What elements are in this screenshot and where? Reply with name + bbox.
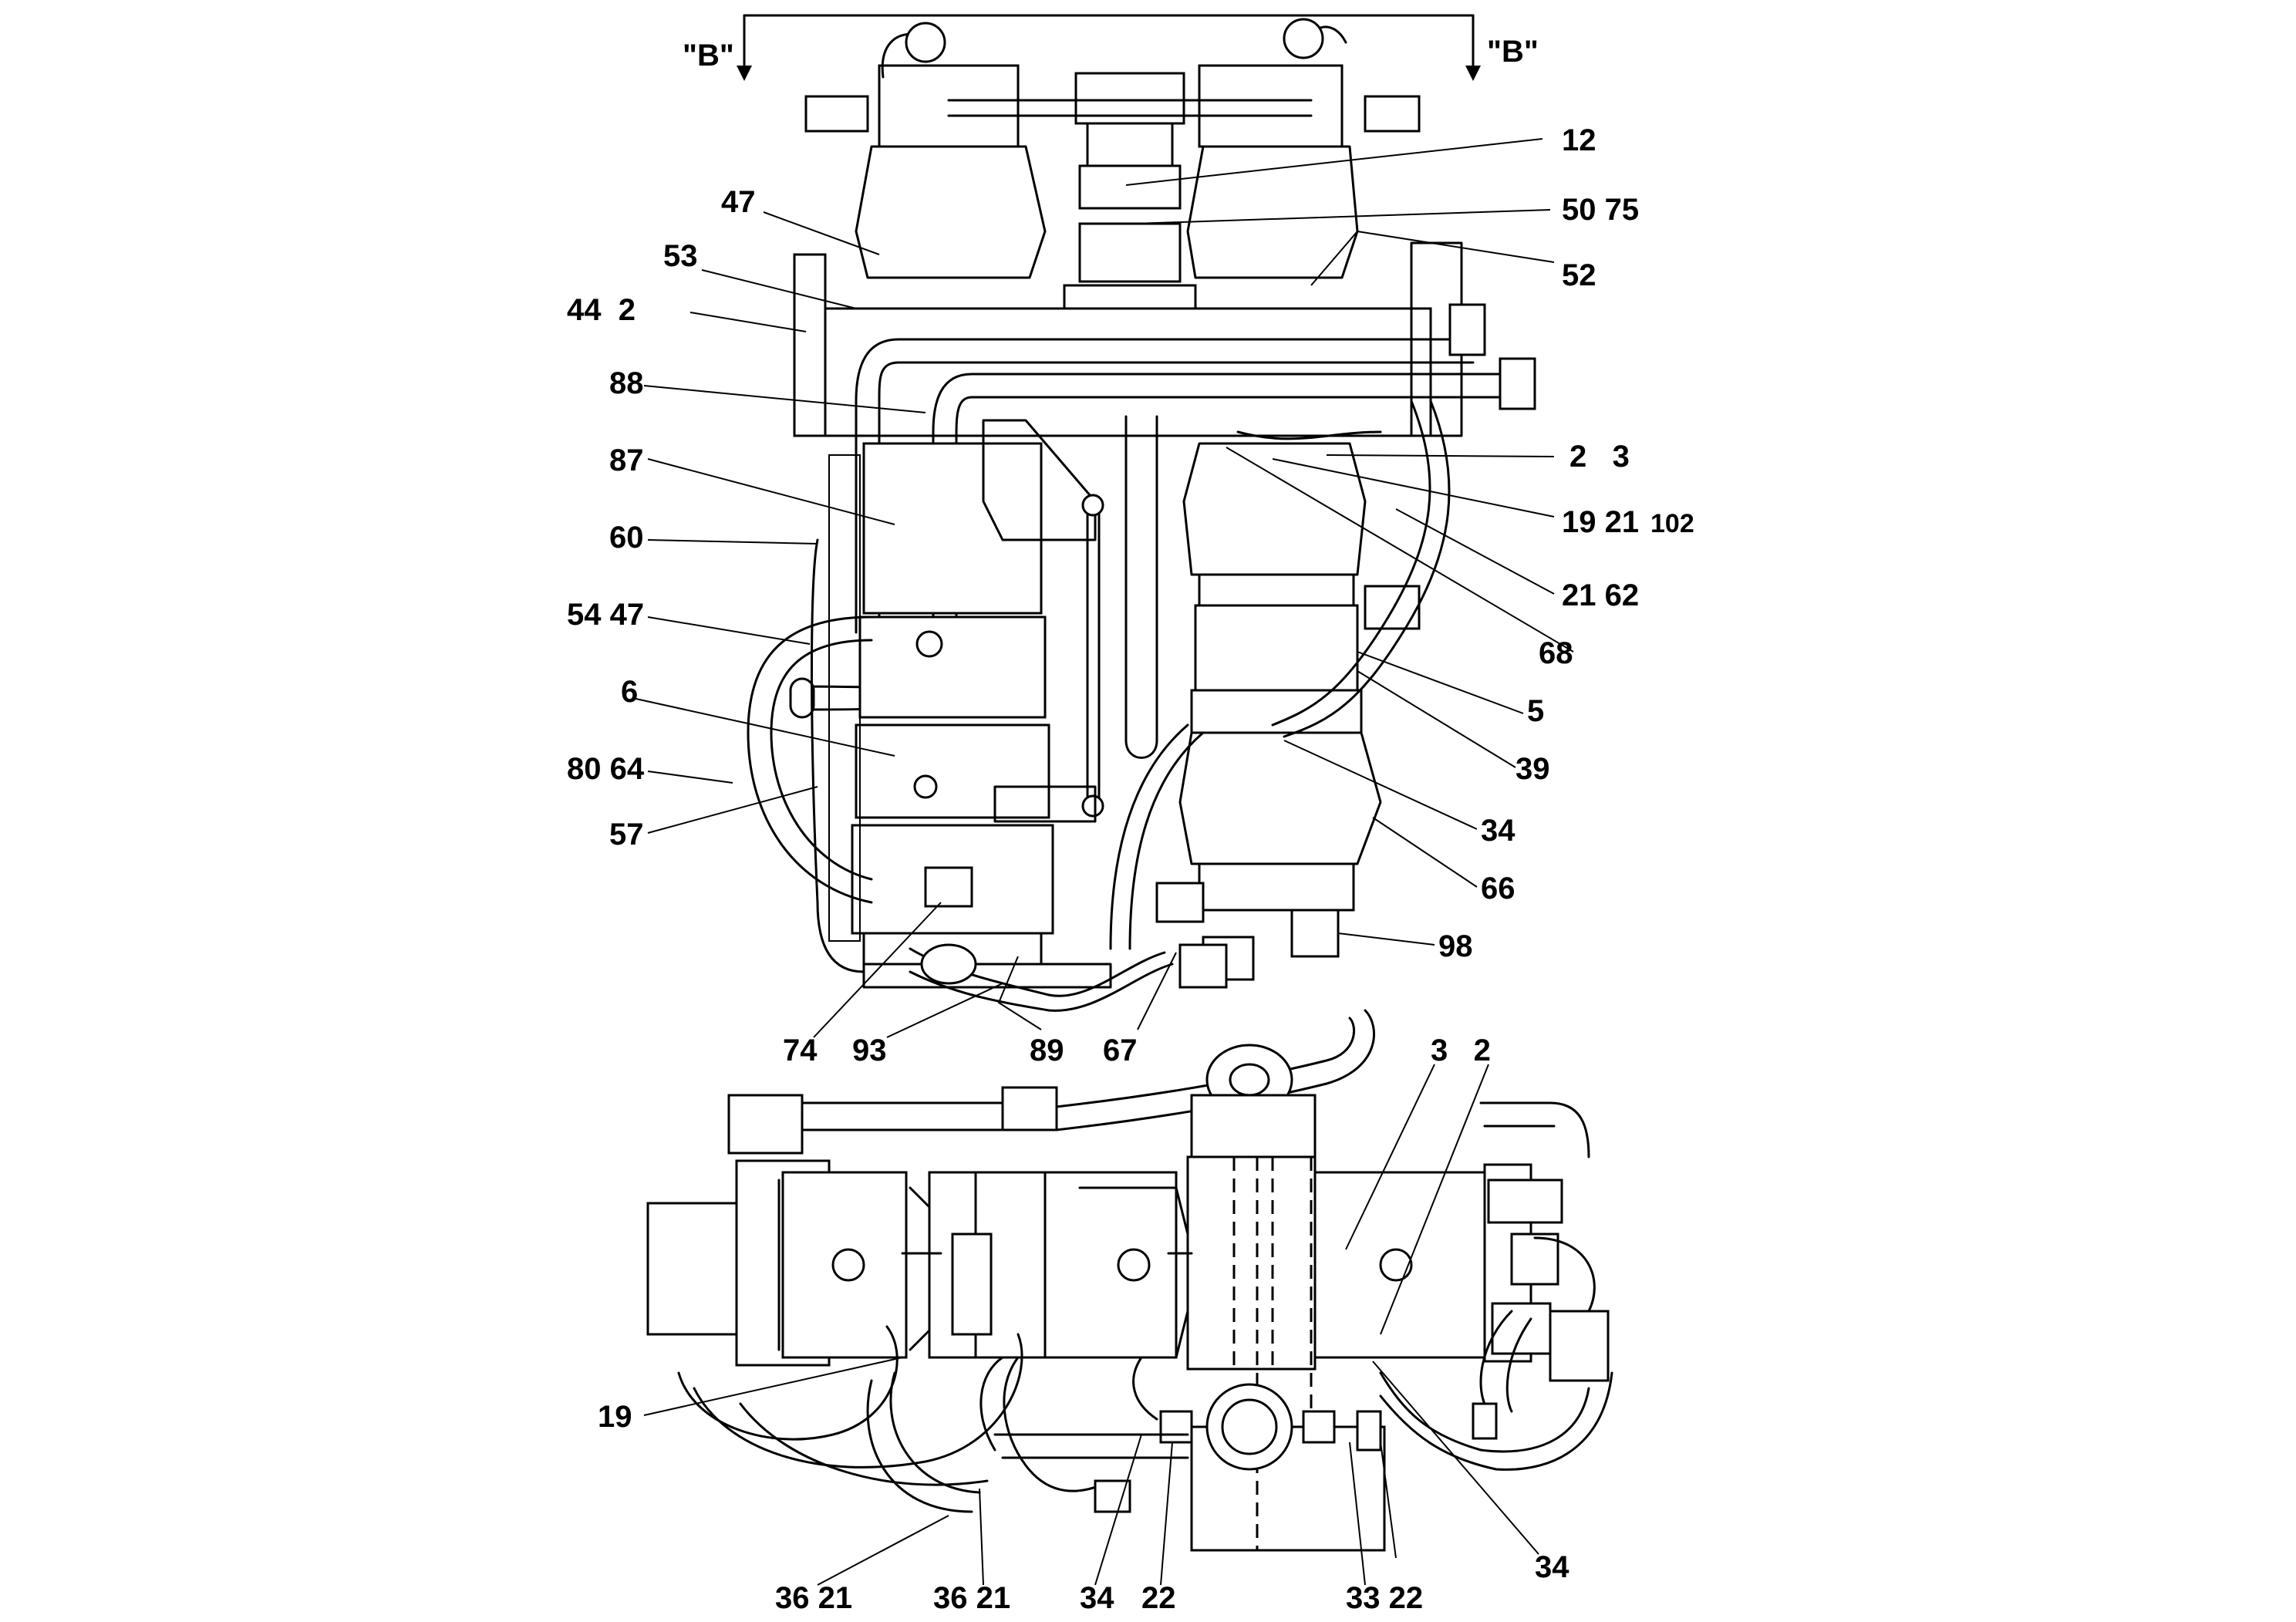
callout-44-2: 44 2 xyxy=(567,293,636,327)
callout-19: 19 xyxy=(598,1400,632,1434)
callout-47-top: 47 xyxy=(721,185,756,219)
callouts-top: 12 50 75 52 47 53 44 2 88 2 3 87 19 21 1… xyxy=(567,123,1694,1067)
callout-6: 6 xyxy=(621,675,638,709)
callout-74: 74 xyxy=(783,1034,818,1067)
callout-54-47: 54 47 xyxy=(567,598,644,632)
callout-102: 102 xyxy=(1650,509,1694,538)
callout-34-right: 34 xyxy=(1535,1550,1569,1584)
callout-2-3: 2 3 xyxy=(1569,440,1630,474)
callout-93: 93 xyxy=(852,1034,887,1067)
callout-87: 87 xyxy=(609,443,644,477)
callout-98: 98 xyxy=(1438,929,1473,963)
callout-89: 89 xyxy=(1030,1034,1064,1067)
callout-36-21-b: 36 21 xyxy=(933,1581,1010,1615)
callout-67: 67 xyxy=(1103,1034,1138,1067)
bottom-assembly-drawing xyxy=(646,1009,1613,1552)
callout-12: 12 xyxy=(1562,123,1596,157)
callout-22: 22 xyxy=(1141,1581,1176,1615)
callout-53: 53 xyxy=(663,239,698,273)
callouts-bottom: 3 2 19 34 36 21 36 21 34 22 33 22 xyxy=(598,1034,1569,1615)
callout-39: 39 xyxy=(1515,752,1550,786)
callout-57: 57 xyxy=(609,818,644,851)
leader-lines-top xyxy=(632,138,1574,1038)
leader-lines-bottom xyxy=(643,1064,1539,1586)
top-assembly-drawing xyxy=(747,18,1536,1012)
callout-52: 52 xyxy=(1562,258,1596,292)
callout-19-21: 19 21 xyxy=(1562,505,1639,539)
callout-3-2: 3 2 xyxy=(1431,1034,1491,1067)
callout-34-top: 34 xyxy=(1481,814,1515,848)
callout-66: 66 xyxy=(1481,872,1515,905)
callout-33-22: 33 22 xyxy=(1346,1581,1423,1615)
callout-60: 60 xyxy=(609,521,644,555)
callout-88: 88 xyxy=(609,366,644,400)
callout-5: 5 xyxy=(1527,694,1544,728)
callout-80-64: 80 64 xyxy=(567,752,645,786)
section-marker-b: "B" "B" xyxy=(683,14,1539,81)
callout-34-bottom: 34 xyxy=(1080,1581,1114,1615)
callout-21-62: 21 62 xyxy=(1562,578,1639,612)
callout-36-21-a: 36 21 xyxy=(775,1581,852,1615)
callout-68: 68 xyxy=(1539,636,1573,670)
callout-50-75: 50 75 xyxy=(1562,193,1639,227)
view-label-left: "B" xyxy=(683,39,734,73)
view-label-right: "B" xyxy=(1487,35,1539,69)
